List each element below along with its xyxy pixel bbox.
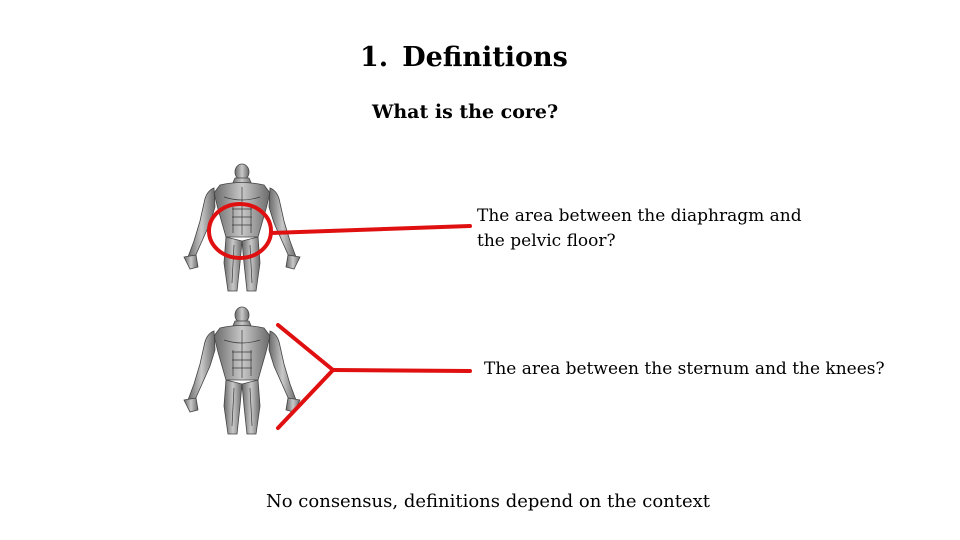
definition-2-line-1: The area between the sternum and the kne…: [484, 359, 885, 379]
definition-2: The area between the sternum and the kne…: [484, 357, 885, 382]
definition-1-line-1: The area between the diaphragm and: [477, 206, 802, 226]
definition-1: The area between the diaphragm and the p…: [477, 204, 802, 254]
slide-title: 1. Definitions: [360, 42, 568, 73]
anatomy-figure-icon: [182, 306, 302, 436]
definition-1-line-2: the pelvic floor?: [477, 231, 616, 251]
muscle-detail: [223, 330, 261, 427]
conclusion-text: No consensus, definitions depend on the …: [266, 491, 711, 512]
slide-subtitle: What is the core?: [372, 101, 559, 123]
connector-line-2: [331, 368, 472, 373]
title-text: Definitions: [402, 42, 568, 73]
anatomy-figure-icon: [182, 163, 302, 293]
title-number: 1.: [360, 42, 389, 73]
